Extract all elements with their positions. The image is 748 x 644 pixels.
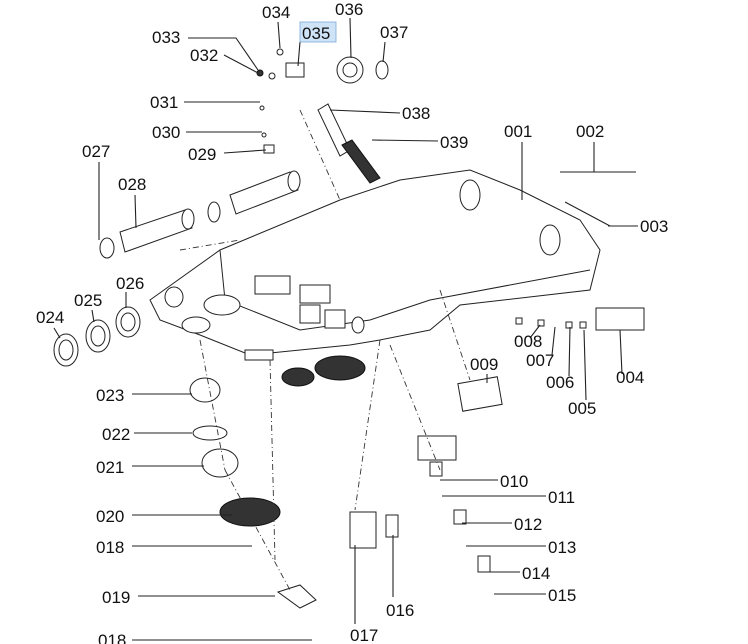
label-018[interactable]: 018 — [96, 538, 124, 557]
label-025[interactable]: 025 — [74, 291, 102, 310]
label-010[interactable]: 010 — [500, 472, 528, 491]
panel-001 — [149, 169, 601, 387]
label-037[interactable]: 037 — [380, 23, 408, 42]
label-008[interactable]: 008 — [514, 332, 542, 351]
label-019[interactable]: 019 — [102, 588, 130, 607]
label-038[interactable]: 038 — [402, 104, 430, 123]
rod-003 — [564, 201, 611, 227]
label-028[interactable]: 028 — [118, 175, 146, 194]
label-001[interactable]: 001 — [504, 122, 532, 141]
label-036[interactable]: 036 — [335, 0, 363, 19]
label-006[interactable]: 006 — [546, 373, 574, 392]
label-033[interactable]: 033 — [152, 28, 180, 47]
label-032[interactable]: 032 — [190, 46, 218, 65]
fittings-032-037 — [256, 48, 389, 154]
part-labels: 034 035 033 032 036 037 031 038 030 039 … — [36, 0, 668, 644]
label-024[interactable]: 024 — [36, 308, 64, 327]
label-013[interactable]: 013 — [548, 538, 576, 557]
label-016[interactable]: 016 — [386, 601, 414, 620]
label-030[interactable]: 030 — [152, 123, 180, 142]
label-014[interactable]: 014 — [522, 564, 550, 583]
label-018-bottom[interactable]: 018 — [98, 631, 126, 644]
highlight-box — [299, 21, 337, 43]
label-029[interactable]: 029 — [188, 145, 216, 164]
label-039[interactable]: 039 — [440, 133, 468, 152]
rings-024-026 — [53, 306, 141, 367]
label-021[interactable]: 021 — [96, 458, 124, 477]
label-015[interactable]: 015 — [548, 586, 576, 605]
vent-parts-019-023 — [189, 377, 317, 609]
label-035-highlighted[interactable]: 035 — [302, 24, 330, 43]
label-031[interactable]: 031 — [150, 93, 178, 112]
label-020[interactable]: 020 — [96, 507, 124, 526]
dashed-guides — [179, 109, 471, 591]
label-009[interactable]: 009 — [470, 355, 498, 374]
hose-039 — [341, 139, 381, 184]
label-034[interactable]: 034 — [262, 3, 290, 22]
label-004[interactable]: 004 — [616, 368, 644, 387]
label-012[interactable]: 012 — [514, 515, 542, 534]
tube-028 — [99, 170, 301, 259]
leader-lines — [53, 17, 638, 641]
label-007[interactable]: 007 — [526, 351, 554, 370]
label-023[interactable]: 023 — [96, 386, 124, 405]
label-011[interactable]: 011 — [548, 488, 575, 507]
label-027[interactable]: 027 — [82, 142, 110, 161]
label-005[interactable]: 005 — [568, 399, 596, 418]
label-017[interactable]: 017 — [350, 626, 378, 644]
label-026[interactable]: 026 — [116, 274, 144, 293]
label-003[interactable]: 003 — [640, 217, 668, 236]
switches-004-016 — [349, 307, 645, 573]
label-022[interactable]: 022 — [102, 425, 130, 444]
label-002[interactable]: 002 — [576, 122, 604, 141]
